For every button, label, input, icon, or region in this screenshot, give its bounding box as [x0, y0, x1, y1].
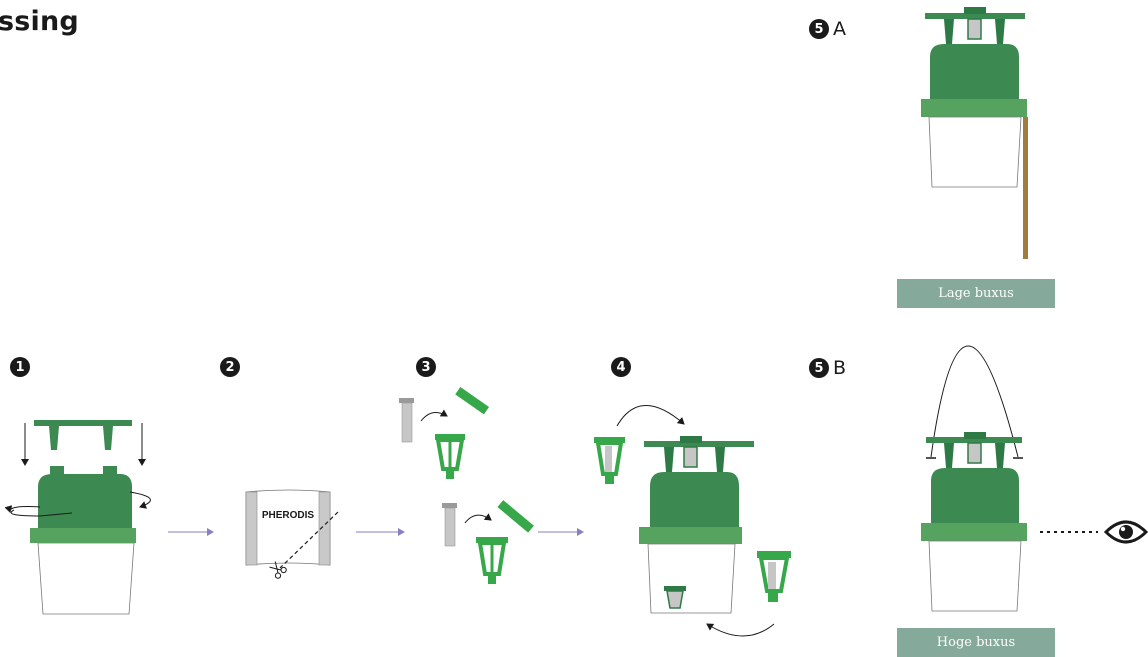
step-number: 5 — [809, 19, 829, 39]
step-1-trap — [4, 420, 151, 615]
eye-icon — [1103, 520, 1148, 544]
trap-body — [650, 472, 739, 527]
trap-cup — [928, 540, 1022, 612]
step-1-marker: 1 — [10, 357, 30, 377]
move-arrow-bottom — [706, 623, 775, 637]
step-4-marker: 4 — [611, 357, 631, 377]
trap-rim — [921, 523, 1027, 541]
step-4-assembly — [594, 405, 791, 637]
pheromone-package — [245, 489, 331, 566]
lid-peg-right — [103, 426, 113, 450]
stake — [1023, 117, 1028, 259]
step-number: 2 — [220, 357, 240, 377]
move-arrow-top — [616, 405, 685, 427]
trap-rim — [639, 527, 742, 544]
package-label: PHERODIS — [262, 510, 315, 521]
step-3-insert — [399, 386, 534, 584]
trap-rim — [921, 99, 1027, 117]
step-letter: A — [833, 18, 846, 40]
step-5a-low-boxwood — [921, 7, 1028, 259]
dispenser-cap-1 — [455, 386, 490, 415]
rotate-arrow-right — [129, 491, 151, 509]
trap-lid — [926, 437, 1022, 443]
step-number: 5 — [809, 358, 829, 378]
funnel-body — [38, 474, 132, 529]
scissors-icon — [269, 561, 287, 579]
step-3-marker: 3 — [416, 357, 436, 377]
step-letter: B — [833, 357, 847, 379]
lid-plate — [34, 420, 132, 426]
step-number: 4 — [611, 357, 631, 377]
step-5a-marker: 5 A — [809, 18, 846, 40]
page-title: ssing — [0, 6, 79, 37]
step-5b-marker: 5 B — [809, 357, 846, 379]
trap-lid — [925, 13, 1025, 19]
dispenser-holder-2 — [476, 537, 508, 584]
step-number: 3 — [416, 357, 436, 377]
dispenser-cap-2 — [497, 500, 534, 533]
trap-lid — [644, 441, 754, 447]
vial-2 — [444, 507, 456, 547]
label-low-boxwood: Lage buxus — [897, 279, 1055, 308]
step-5b-high-boxwood — [921, 345, 1148, 612]
step-2-package — [245, 489, 339, 579]
trap-cup — [37, 542, 135, 615]
hanging-wire — [930, 345, 1019, 458]
step-2-marker: 2 — [220, 357, 240, 377]
step-number: 1 — [10, 357, 30, 377]
trap-body — [931, 468, 1019, 524]
trap-cup — [647, 543, 736, 614]
trap-body — [930, 44, 1019, 100]
vial-1 — [401, 402, 413, 443]
label-high-boxwood: Hoge buxus — [897, 628, 1055, 657]
dispenser-holder-1 — [435, 434, 465, 479]
trap-cup — [928, 116, 1022, 188]
funnel-rim — [30, 528, 136, 543]
lid-peg-left — [49, 426, 59, 450]
